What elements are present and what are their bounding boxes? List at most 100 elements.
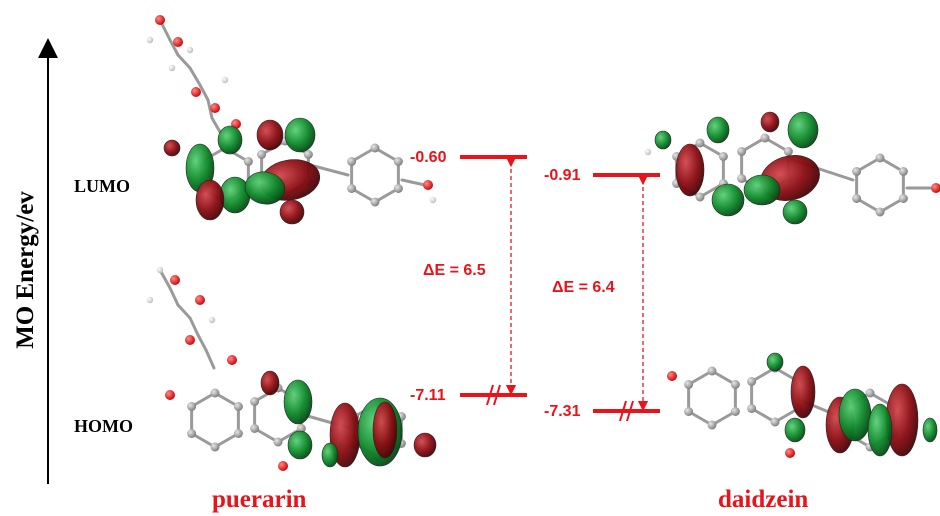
puerarin-homo-ring-a-atom-2	[187, 429, 197, 438]
puerarin-lumo-hydroxyl-o	[423, 180, 433, 190]
daidzein-homo-ring-a-atom-3	[684, 380, 694, 389]
daidzein-lumo-ring-c-atom-1	[875, 207, 885, 217]
puerarin-homo-sugar-atom-5	[146, 296, 154, 304]
puerarin-lumo-sugar-atom-6	[186, 46, 194, 54]
puerarin-lumo-ring-c-bond-3	[350, 146, 377, 163]
daidzein-homo-ring-a-atom-4	[707, 366, 717, 376]
puerarin-lumo-lobe-3	[195, 179, 225, 221]
puerarin-homo-ring-a-atom-0	[233, 429, 243, 438]
puerarin-lumo-ring-c-bond-0	[373, 187, 400, 204]
puerarin-lumo-lobe-4	[256, 119, 284, 151]
puerarin-lumo-sugar-bond-3	[176, 53, 192, 70]
puerarin-lumo-sugar-atom-1	[173, 37, 183, 47]
puerarin-homo-lobe-6	[372, 401, 398, 459]
daidzein-homo-ring-a-atom-2	[684, 407, 694, 416]
puerarin-homo-ring-b-atom-3	[250, 397, 260, 406]
puerarin-homo-sugar-atom-6	[208, 316, 216, 324]
puerarin-homo-sugar-bond-3	[176, 303, 192, 320]
puerarin-homo-sugar-atom-3	[185, 335, 195, 345]
puerarin-homo-lobe-8	[321, 442, 339, 468]
daidzein-homo-ring-a-atom-5	[730, 380, 740, 389]
puerarin-homo-sugar-bond-5	[196, 333, 208, 352]
daidzein-lumo-ring-c-atom-4	[875, 153, 885, 163]
puerarin-homo-ring-a-atom-3	[187, 402, 197, 411]
puerarin-lumo-link-bond	[308, 163, 350, 177]
puerarin-lumo-lobe-2	[219, 176, 251, 214]
daidzein-homo-lobe-2	[790, 365, 816, 419]
daidzein-lumo-energy: -0.91	[544, 167, 581, 184]
daidzein-homo-lobe-7	[867, 403, 893, 457]
daidzein-homo-ring-b-atom-2	[747, 404, 757, 413]
puerarin-homo-sugar-bond-1	[158, 268, 172, 290]
puerarin-lumo-ring-c-atom-1	[370, 197, 380, 207]
puerarin-homo-carbonyl-o	[278, 461, 288, 471]
puerarin-lumo-sugar-bond-4	[188, 66, 202, 87]
puerarin-lumo-sugar-atom-7	[221, 76, 229, 84]
daidzein-homo-lobe-8	[922, 417, 938, 443]
daidzein-homo-lobe-3	[784, 417, 806, 443]
daidzein-lumo-ring-c-atom-3	[852, 167, 862, 176]
puerarin-homo-lobe-7	[413, 432, 437, 458]
puerarin-homo-sugar-bond-2	[168, 286, 180, 307]
puerarin-homo-sugar-bond-4	[188, 316, 200, 337]
daidzein-homo-energy: -7.31	[544, 403, 581, 420]
puerarin-electron-pair-icon	[486, 384, 501, 406]
puerarin-lumo-sugar-bond-2	[168, 38, 180, 57]
axis-title-container: MO Energy/ev	[6, 190, 46, 350]
daidzein-homo-ring-a-atom-1	[707, 420, 717, 430]
puerarin-gap-label: ΔE = 6.5	[423, 262, 486, 279]
puerarin-homo-ring-b-atom-2	[250, 424, 260, 433]
puerarin-homo-ring-b-bond-1	[253, 427, 280, 444]
daidzein-homo-ring-b-atom-3	[747, 377, 757, 386]
puerarin-lumo-hydroxyl-h	[429, 196, 437, 204]
daidzein-lumo-lobe-4	[654, 130, 672, 150]
puerarin-lumo-ring-c-bond-4	[373, 146, 400, 163]
daidzein-name: daidzein	[718, 486, 809, 513]
daidzein-lumo-ring-b-atom-4	[760, 133, 770, 143]
puerarin-homo-sugar-atom-2	[195, 295, 205, 305]
puerarin-lumo-sugar-bond-5	[198, 83, 210, 102]
puerarin-homo-sugar-atom-4	[227, 355, 237, 365]
puerarin-homo-ring-a-atom-1	[210, 442, 220, 452]
lumo-label: LUMO	[74, 176, 130, 196]
daidzein-lumo-ring-a-atom-4	[695, 138, 705, 148]
puerarin-homo-ring-a-atom-4	[210, 388, 220, 398]
puerarin-homo-ring-b-atom-1	[273, 437, 283, 447]
molecule-renderings	[146, 15, 940, 471]
daidzein-lumo-ring-c-atom-2	[852, 194, 862, 203]
puerarin-lumo-oh-bond	[400, 178, 427, 187]
puerarin-lumo-lobe-10	[163, 139, 181, 157]
daidzein-lumo-lobe-8	[743, 174, 781, 206]
puerarin-lumo-lobe-5	[284, 117, 316, 153]
puerarin-lumo-sugar-atom-2	[191, 87, 201, 97]
puerarin-homo-ring-a-atom-5	[233, 402, 243, 411]
puerarin-lumo-lobe-8	[279, 199, 305, 225]
daidzein-lumo-ring-b-atom-5	[783, 147, 793, 156]
daidzein-homo-lobe-1	[766, 352, 784, 372]
daidzein-homo-hydroxyl-o	[667, 371, 677, 381]
puerarin-homo-lobe-3	[287, 430, 313, 460]
daidzein-lumo-ring-b-atom-3	[737, 147, 747, 156]
puerarin-homo-energy: -7.11	[410, 387, 446, 404]
puerarin-lumo-ring-a-atom-5	[243, 157, 253, 166]
daidzein-lumo-ring-b-atom-2	[737, 174, 747, 183]
puerarin-homo-sugar-atom-1	[170, 275, 180, 285]
puerarin-lumo-energy: -0.60	[410, 149, 447, 166]
puerarin-homo-lobe-2	[283, 379, 313, 425]
puerarin-lumo-ring-b-atom-3	[257, 150, 267, 159]
puerarin-lumo-lobe-7	[244, 171, 286, 205]
daidzein-homo-ring-b-atom-1	[770, 417, 780, 427]
daidzein-lumo-lobe-2	[706, 116, 730, 144]
daidzein-lumo-hydroxyl-o	[931, 183, 940, 193]
puerarin-lumo-sugar-bond-6	[206, 98, 214, 120]
puerarin-homo-ring-b-bond-0	[276, 427, 303, 444]
puerarin-homo-sugar-bond-6	[204, 348, 216, 370]
daidzein-lumo-ring-c-atom-5	[898, 167, 908, 176]
puerarin-homo-sugar-atom-0	[156, 266, 164, 274]
puerarin-lumo-ring-c-atom-2	[347, 184, 357, 193]
daidzein-lumo-lobe-9	[782, 199, 808, 225]
puerarin-lumo-sugar-atom-8	[168, 64, 176, 72]
daidzein-homo-ring-a-atom-0	[730, 407, 740, 416]
